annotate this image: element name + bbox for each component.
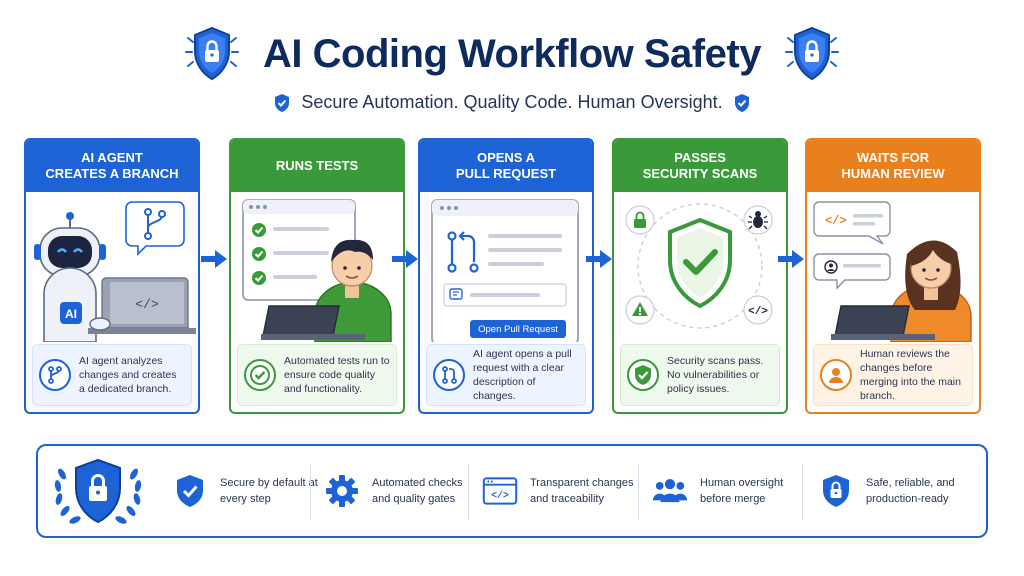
shield-lock-icon — [185, 24, 240, 84]
benefits-band: Secure by default at every step Automate… — [36, 444, 988, 538]
tests-illustration — [231, 192, 403, 343]
svg-text:</>: </> — [491, 490, 509, 501]
step-description: AI agent analyzes changes and creates a … — [32, 344, 192, 406]
code-window-icon: </> — [482, 473, 518, 509]
arrow-right-icon — [586, 250, 612, 268]
feature-human-oversight: Human oversight before merge — [652, 446, 804, 536]
shield-lock-icon — [46, 452, 150, 532]
divider — [468, 464, 469, 520]
robot-illustration: AI </> — [26, 192, 198, 343]
step-run-tests: RUNS TESTS — [229, 138, 405, 414]
step-description: Security scans pass. No vulnerabilities … — [620, 344, 780, 406]
feature-secure-by-default: Secure by default at every step — [172, 446, 324, 536]
subtitle: Secure Automation. Quality Code. Human O… — [301, 92, 723, 112]
divider — [310, 464, 311, 520]
gear-icon — [324, 473, 360, 509]
subtitle-row: Secure Automation. Quality Code. Human O… — [0, 92, 1024, 113]
ai-chest-label: AI — [65, 307, 77, 321]
shield-check-icon — [734, 93, 749, 112]
page-title: AI Coding Workflow Safety — [263, 31, 761, 76]
branch-icon — [39, 359, 71, 391]
step-description: Automated tests run to ensure code quali… — [237, 344, 397, 406]
svg-text:</>: </> — [825, 214, 847, 228]
divider — [802, 464, 803, 520]
feature-production-ready: Safe, reliable, and production-ready — [818, 446, 970, 536]
pull-request-icon — [433, 359, 465, 391]
arrow-right-icon — [201, 250, 227, 268]
people-icon — [652, 473, 688, 509]
reviewer-illustration: </> — [807, 192, 979, 343]
feature-transparent-changes: </> Transparent changes and traceability — [482, 446, 634, 536]
arrow-right-icon — [392, 250, 418, 268]
feature-automated-checks: Automated checks and quality gates — [324, 446, 476, 536]
step-description: Human reviews the changes before merging… — [813, 344, 973, 406]
person-icon — [820, 359, 852, 391]
shield-check-icon — [627, 359, 659, 391]
arrow-right-icon — [778, 250, 804, 268]
shield-lock-icon — [818, 473, 854, 509]
check-circle-icon — [244, 359, 276, 391]
title-row: AI Coding Workflow Safety — [0, 26, 1024, 81]
open-pull-request-button[interactable]: Open Pull Request — [470, 320, 566, 338]
shield-check-icon — [275, 93, 290, 112]
step-title: RUNS TESTS — [231, 140, 403, 192]
svg-text:</>: </> — [748, 306, 768, 318]
step-description: AI agent opens a pull request with a cle… — [426, 344, 586, 406]
svg-text:</>: </> — [135, 297, 159, 312]
divider — [638, 464, 639, 520]
shield-check-icon — [172, 473, 208, 509]
header: AI Coding Workflow Safety Secure Automat… — [0, 26, 1024, 112]
pull-request-illustration: Open Pull Request — [420, 192, 592, 345]
shield-lock-icon — [784, 24, 839, 84]
security-illustration: </> — [614, 192, 786, 342]
